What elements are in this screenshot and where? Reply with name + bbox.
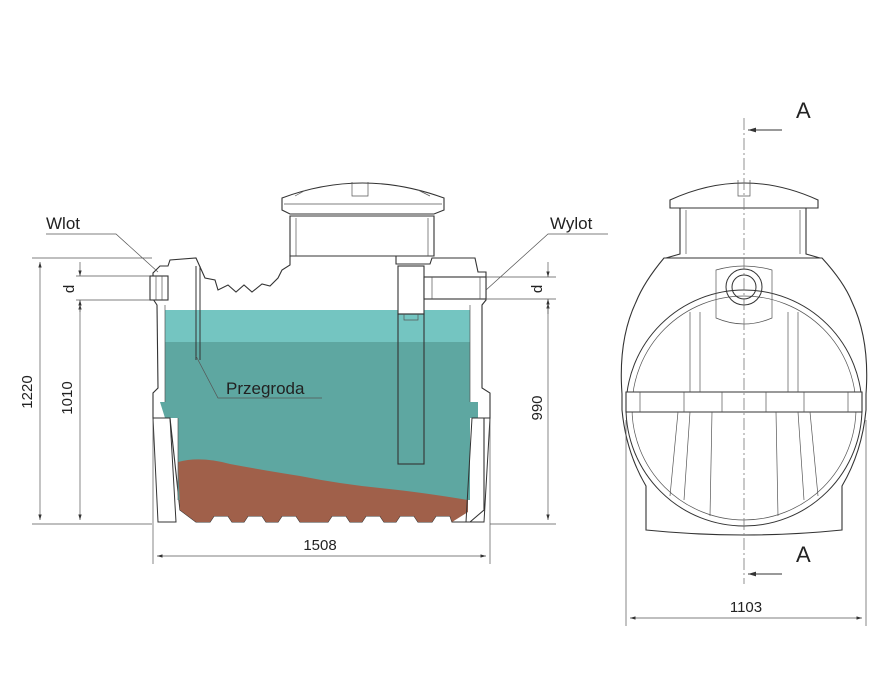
dim-length-value: 1508	[303, 537, 336, 554]
dim-total-height: 1220	[19, 257, 152, 525]
dim-total-height-value: 1220	[19, 375, 36, 408]
riser	[289, 215, 435, 257]
outlet-leader	[485, 233, 608, 291]
inlet-leader	[46, 233, 159, 273]
inlet-label: Wlot	[46, 214, 80, 233]
dim-outlet-height: 990	[486, 276, 556, 525]
front-ribs-upper	[689, 312, 799, 392]
front-riser-inner	[685, 210, 801, 254]
dim-inlet-d: d	[61, 262, 150, 312]
outlet-pipe	[397, 265, 487, 465]
front-rib-dividers	[639, 392, 849, 412]
section-bottom-label: A	[796, 542, 811, 567]
section-mark-top: A	[748, 98, 811, 133]
dim-outlet-d-value: d	[529, 285, 546, 293]
dim-outlet-height-value: 990	[529, 395, 546, 420]
partition	[195, 266, 201, 360]
section-top-label: A	[796, 98, 811, 123]
sludge-layer	[178, 459, 468, 522]
dim-outlet-d: d	[529, 262, 550, 314]
lid	[281, 182, 445, 215]
partition-leader	[195, 355, 322, 399]
dim-width-value: 1103	[730, 599, 762, 616]
dim-inlet-height-value: 1010	[59, 381, 76, 414]
inner-wall-left	[164, 305, 179, 500]
side-view: Wlot Wylot Przegroda 1220 1010 d 9	[19, 182, 608, 564]
left-foot	[152, 417, 177, 523]
right-foot	[465, 417, 491, 523]
front-lid	[669, 182, 819, 209]
front-riser	[665, 207, 821, 259]
partition-label: Przegroda	[226, 379, 305, 398]
dim-inlet-d-value: d	[61, 285, 78, 293]
front-view: A A 1103	[620, 98, 868, 626]
riser-inner	[295, 218, 429, 256]
front-lid-detail	[737, 180, 751, 197]
section-mark-bottom: A	[748, 542, 811, 577]
lid-detail	[284, 182, 442, 205]
water-surface	[165, 310, 470, 342]
dim-length: 1508	[152, 420, 491, 564]
outlet-label: Wylot	[550, 214, 593, 233]
inlet-pipe	[149, 275, 169, 301]
dim-inlet-height: 1010	[59, 299, 150, 520]
dim-width: 1103	[625, 420, 867, 626]
front-ribs-lower	[669, 411, 819, 517]
